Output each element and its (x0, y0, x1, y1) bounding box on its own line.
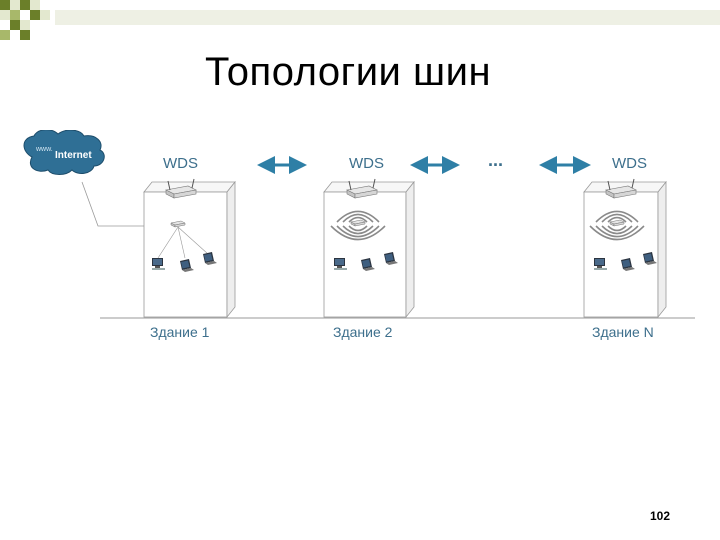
ellipsis: ... (488, 150, 503, 170)
building-2-label: Здание 2 (333, 324, 393, 340)
internet-label: Internet (55, 150, 92, 161)
building-2 (323, 178, 415, 319)
wds-bus-diagram: www. Internet (23, 130, 695, 340)
wds-label-n: WDS (612, 155, 647, 172)
wds-label-2: WDS (349, 155, 384, 172)
cloud-lettering: www. (35, 146, 53, 153)
slide-title: Топологии шин (205, 50, 492, 94)
building-n-label: Здание N (592, 324, 654, 340)
internet-cloud: www. Internet (23, 130, 105, 175)
building-1-label: Здание 1 (150, 324, 210, 340)
slide-decoration (0, 0, 720, 40)
building-1 (143, 178, 236, 319)
top-band (55, 10, 720, 25)
building-n (583, 178, 667, 319)
wds-label-1: WDS (163, 155, 198, 172)
page-number: 102 (650, 509, 671, 523)
